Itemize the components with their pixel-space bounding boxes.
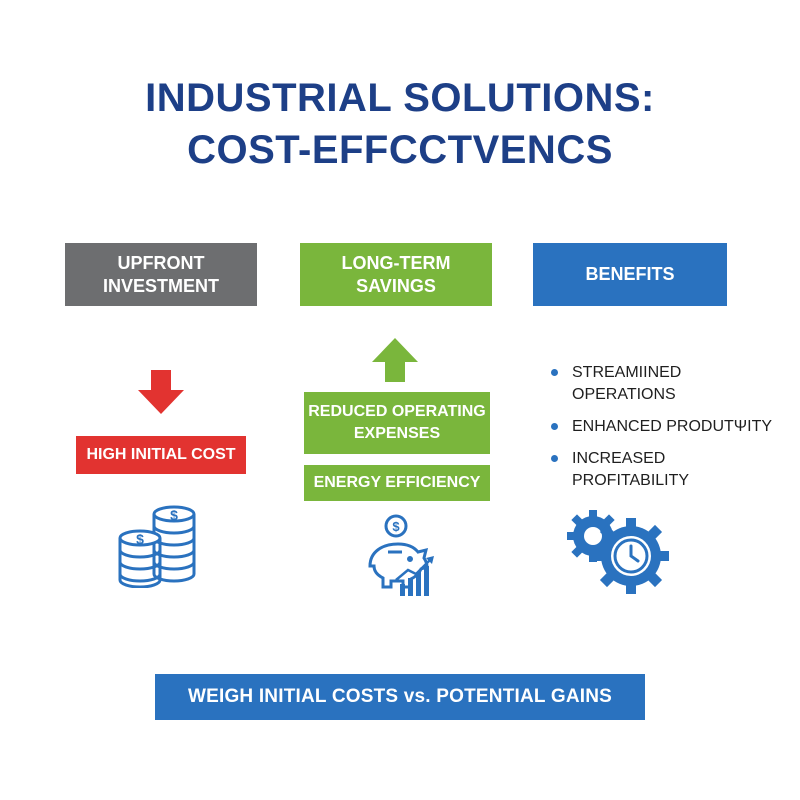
gears-clock-icon bbox=[567, 510, 669, 594]
benefit-1-line-1: STREAMIINED bbox=[572, 364, 682, 381]
bullet-icon bbox=[551, 423, 558, 430]
energy-efficiency-label: ENERGY EFFICIENCY bbox=[313, 474, 481, 491]
long-term-savings-header: LONG-TERM SAVINGS bbox=[300, 243, 492, 306]
svg-text:$: $ bbox=[136, 531, 144, 547]
upfront-header-line-2: INVESTMENT bbox=[102, 275, 219, 296]
upfront-header-line-1: UPFRONT bbox=[117, 252, 205, 273]
benefits-header-label: BENEFITS bbox=[585, 264, 675, 284]
arrow-down-icon bbox=[138, 370, 184, 414]
benefit-1-line-2: OPERATIONS bbox=[572, 386, 676, 403]
coins-stack-icon: $ $ bbox=[118, 505, 196, 588]
savings-header-line-1: LONG-TERM bbox=[341, 252, 451, 273]
page-title: INDUSTRIAL SOLUTIONS: COST-EFFCCTVENCS bbox=[0, 72, 800, 176]
piggy-bank-growth-icon: $ bbox=[368, 514, 434, 596]
upfront-investment-header: UPFRONT INVESTMENT bbox=[65, 243, 257, 306]
title-line-2: COST-EFFCCTVENCS bbox=[187, 128, 613, 172]
footer-banner: WEIGH INITIAL COSTS vs. POTENTIAL GAINS bbox=[155, 674, 645, 720]
high-initial-cost-box: HIGH INITIAL COST bbox=[76, 436, 246, 474]
bullet-icon bbox=[551, 455, 558, 462]
arrow-up-icon bbox=[372, 338, 418, 382]
benefit-item-productivity: ENHANCED PRODUTΨITY bbox=[548, 416, 788, 438]
title-line-1: INDUSTRIAL SOLUTIONS: bbox=[145, 76, 655, 120]
benefit-3-line-2: PROFITABILITY bbox=[572, 472, 690, 489]
svg-text:$: $ bbox=[170, 507, 178, 523]
bullet-icon bbox=[551, 369, 558, 376]
benefit-item-profitability: INCREASED PROFITABILITY bbox=[548, 448, 788, 492]
benefits-header: BENEFITS bbox=[533, 243, 727, 306]
reduced-operating-expenses-box: REDUCED OPERATING EXPENSES bbox=[304, 392, 490, 454]
high-initial-cost-label: HIGH INITIAL COST bbox=[86, 446, 236, 463]
benefit-item-streamlined: STREAMIINED OPERATIONS bbox=[548, 362, 788, 406]
benefit-3-line-1: INCREASED bbox=[572, 450, 666, 467]
footer-label: WEIGH INITIAL COSTS vs. POTENTIAL GAINS bbox=[187, 686, 613, 707]
savings-header-line-2: SAVINGS bbox=[356, 275, 436, 296]
reduced-expenses-line-2: EXPENSES bbox=[353, 425, 441, 442]
svg-text:$: $ bbox=[392, 519, 400, 534]
benefits-list: STREAMIINED OPERATIONS ENHANCED PRODUTΨI… bbox=[548, 362, 788, 502]
energy-efficiency-box: ENERGY EFFICIENCY bbox=[304, 465, 490, 501]
reduced-expenses-line-1: REDUCED OPERATING bbox=[308, 403, 486, 420]
benefit-2-line-1: ENHANCED PRODUTΨITY bbox=[572, 418, 773, 435]
